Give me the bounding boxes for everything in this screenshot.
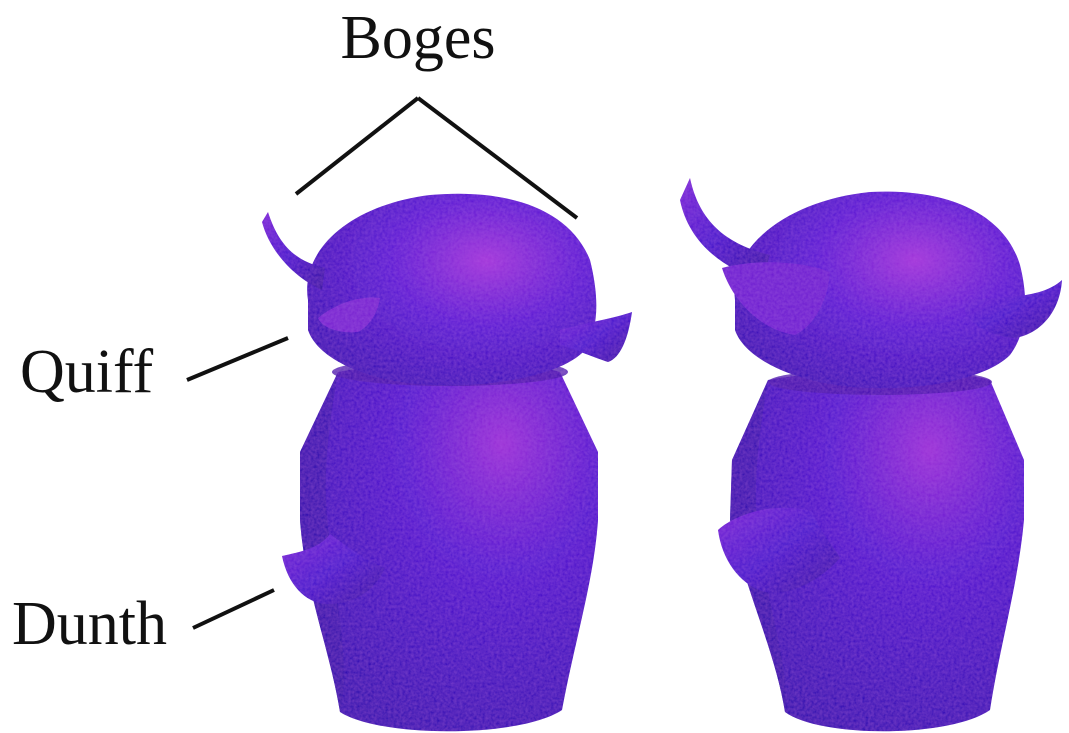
boges-leader-left xyxy=(296,98,418,194)
right-figure-model xyxy=(680,178,1062,731)
left-boge-left xyxy=(262,212,325,290)
left-figure-model xyxy=(262,194,632,732)
label-dunth: Dunth xyxy=(12,590,167,658)
label-quiff: Quiff xyxy=(20,338,154,406)
quiff-leader xyxy=(187,338,288,380)
dunth-leader xyxy=(193,590,274,628)
label-boges: Boges xyxy=(341,4,496,72)
left-head xyxy=(307,194,596,386)
